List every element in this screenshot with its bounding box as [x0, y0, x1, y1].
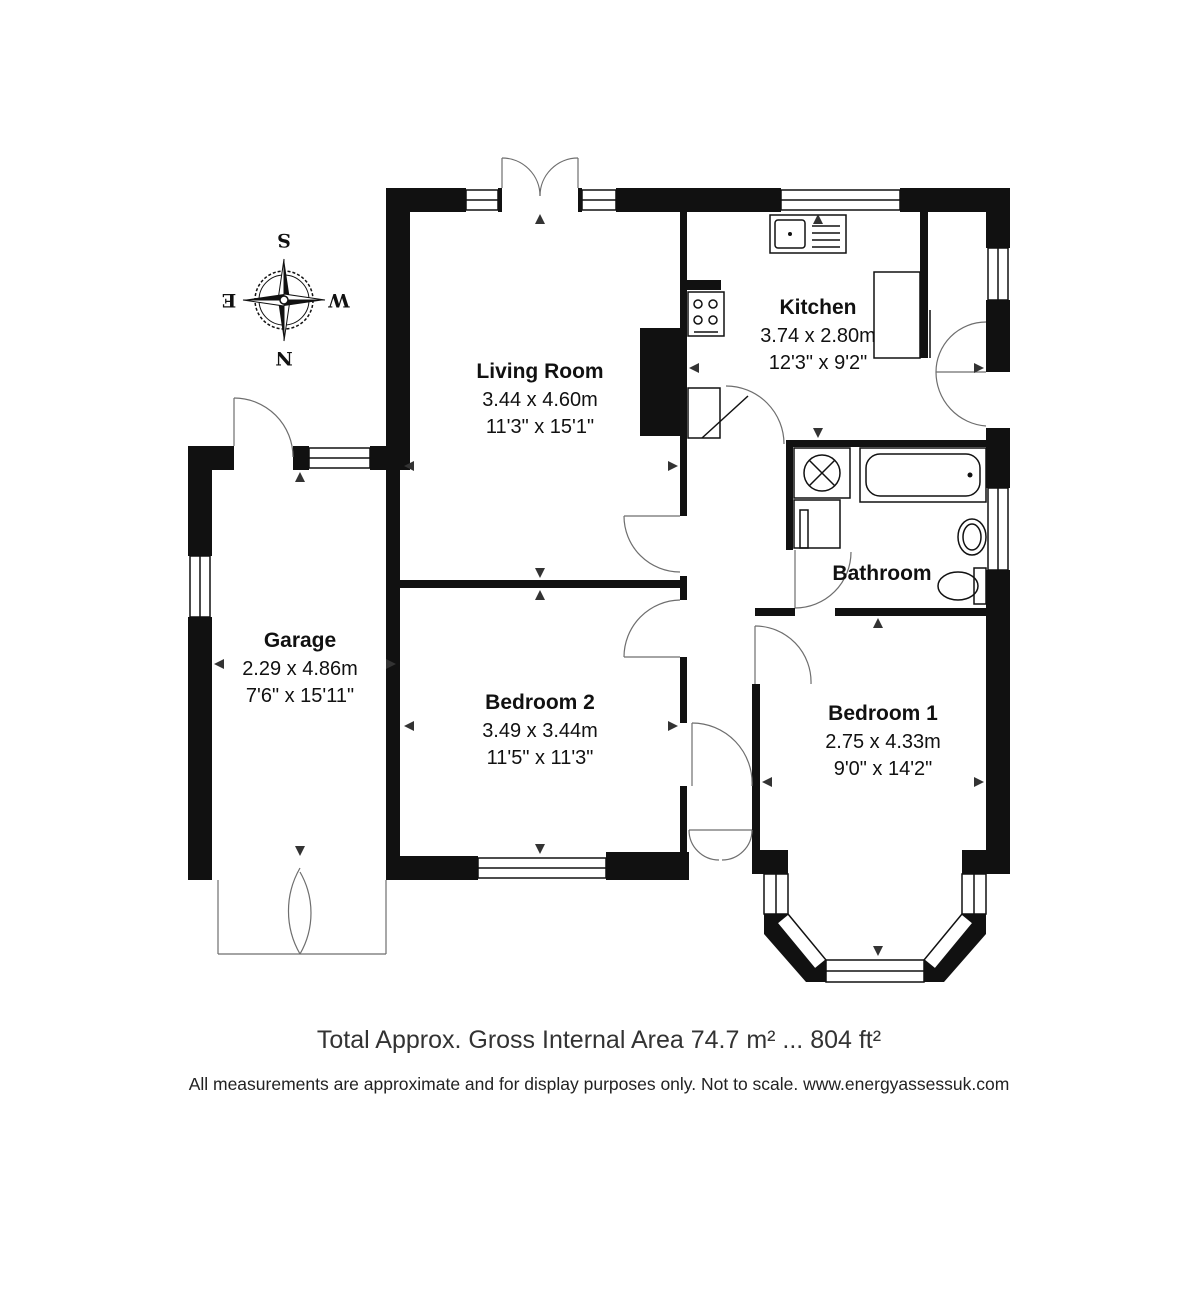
- compass-rose: S N E W: [222, 229, 351, 369]
- walls: [188, 188, 1010, 982]
- bedroom-2-imperial: 11'5" x 11'3": [487, 747, 594, 769]
- garage-metric: 2.29 x 4.86m: [242, 658, 358, 680]
- room-living-room: Living Room 3.44 x 4.60m 11'3" x 15'1": [476, 360, 603, 438]
- bedroom-1-name: Bedroom 1: [828, 702, 938, 725]
- bathroom-name: Bathroom: [832, 562, 931, 585]
- living-room-name: Living Room: [476, 360, 603, 383]
- bedroom-2-metric: 3.49 x 3.44m: [482, 720, 598, 742]
- living-room-metric: 3.44 x 4.60m: [482, 389, 598, 411]
- room-kitchen: Kitchen 3.74 x 2.80m 12'3" x 9'2": [760, 296, 876, 374]
- bedroom-1-metric: 2.75 x 4.33m: [825, 731, 941, 753]
- dimension-arrows: [214, 214, 984, 956]
- compass-top-letter: S: [277, 229, 291, 251]
- bedroom-1-imperial: 9'0" x 14'2": [834, 758, 933, 780]
- floor-plan: S N E W: [188, 157, 1010, 983]
- bedroom-2-name: Bedroom 2: [485, 691, 595, 714]
- doors: [217, 157, 987, 955]
- compass-left-letter: E: [222, 289, 236, 311]
- room-bathroom: Bathroom: [832, 562, 931, 585]
- disclaimer-caption: All measurements are approximate and for…: [188, 1074, 1010, 1094]
- windows: [189, 189, 1009, 983]
- compass-right-letter: W: [328, 289, 351, 311]
- compass-bottom-letter: N: [275, 347, 292, 369]
- garage-name: Garage: [264, 629, 336, 652]
- fixtures: [687, 214, 987, 605]
- kitchen-name: Kitchen: [779, 296, 856, 319]
- living-room-imperial: 11'3" x 15'1": [486, 416, 594, 438]
- room-bedroom-2: Bedroom 2 3.49 x 3.44m 11'5" x 11'3": [482, 691, 598, 769]
- kitchen-metric: 3.74 x 2.80m: [760, 325, 876, 347]
- room-garage: Garage 2.29 x 4.86m 7'6" x 15'11": [242, 629, 358, 707]
- total-area-caption: Total Approx. Gross Internal Area 74.7 m…: [316, 1026, 882, 1054]
- garage-imperial: 7'6" x 15'11": [246, 685, 354, 707]
- room-bedroom-1: Bedroom 1 2.75 x 4.33m 9'0" x 14'2": [825, 702, 941, 780]
- kitchen-imperial: 12'3" x 9'2": [769, 352, 868, 374]
